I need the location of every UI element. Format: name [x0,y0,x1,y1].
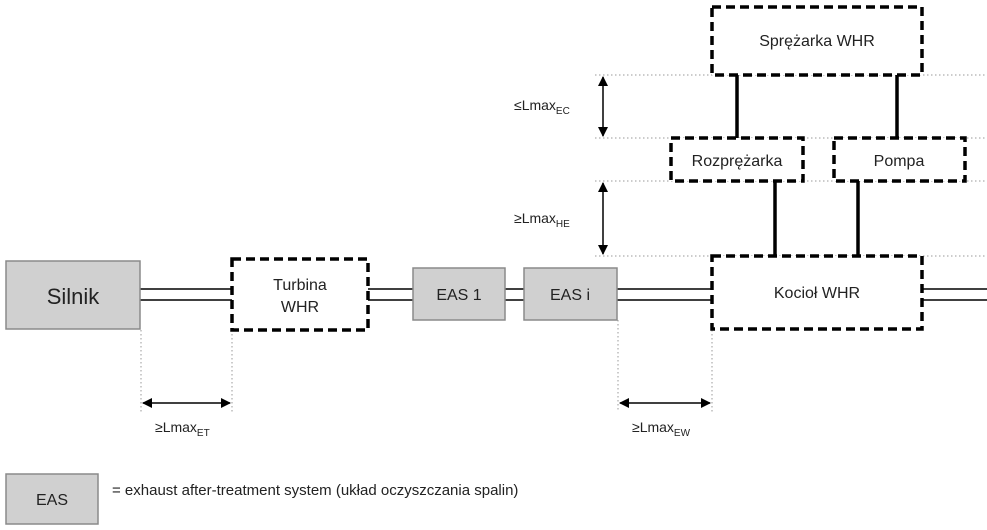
engine-label: Silnik [47,284,101,309]
expander-label: Rozprężarka [692,153,783,170]
eas1-label: EAS 1 [436,287,481,304]
engine-box: Silnik [5,260,141,330]
dim-label-ec: ≤LmaxEC [514,97,570,117]
compressor-box: Sprężarka WHR [710,5,924,77]
easi-label: EAS i [550,287,590,304]
pump-label: Pompa [874,153,925,170]
working-fluid-lines [735,75,899,256]
expander-box: Rozprężarka [669,136,805,183]
legend-symbol-label: EAS [36,492,68,509]
legend-description: = exhaust after-treatment system (układ … [112,482,519,499]
dim-label-he: ≥LmaxHE [514,210,570,230]
exhaust-pipe [140,288,987,301]
boiler-box: Kocioł WHR [710,254,924,331]
dim-label-ew: ≥LmaxEW [632,419,691,439]
dimension-arrows [142,76,711,408]
easi-box: EAS i [523,267,618,321]
turbine-label-line1: Turbina [273,277,327,294]
pump-box: Pompa [832,136,967,183]
compressor-label: Sprężarka WHR [759,33,875,50]
boiler-label: Kocioł WHR [774,285,860,302]
eas1-box: EAS 1 [412,267,506,321]
dim-label-et: ≥LmaxET [155,419,210,439]
turbine-box: Turbina WHR [230,257,370,332]
turbine-label-line2: WHR [281,299,319,316]
legend-symbol: EAS [5,473,99,525]
